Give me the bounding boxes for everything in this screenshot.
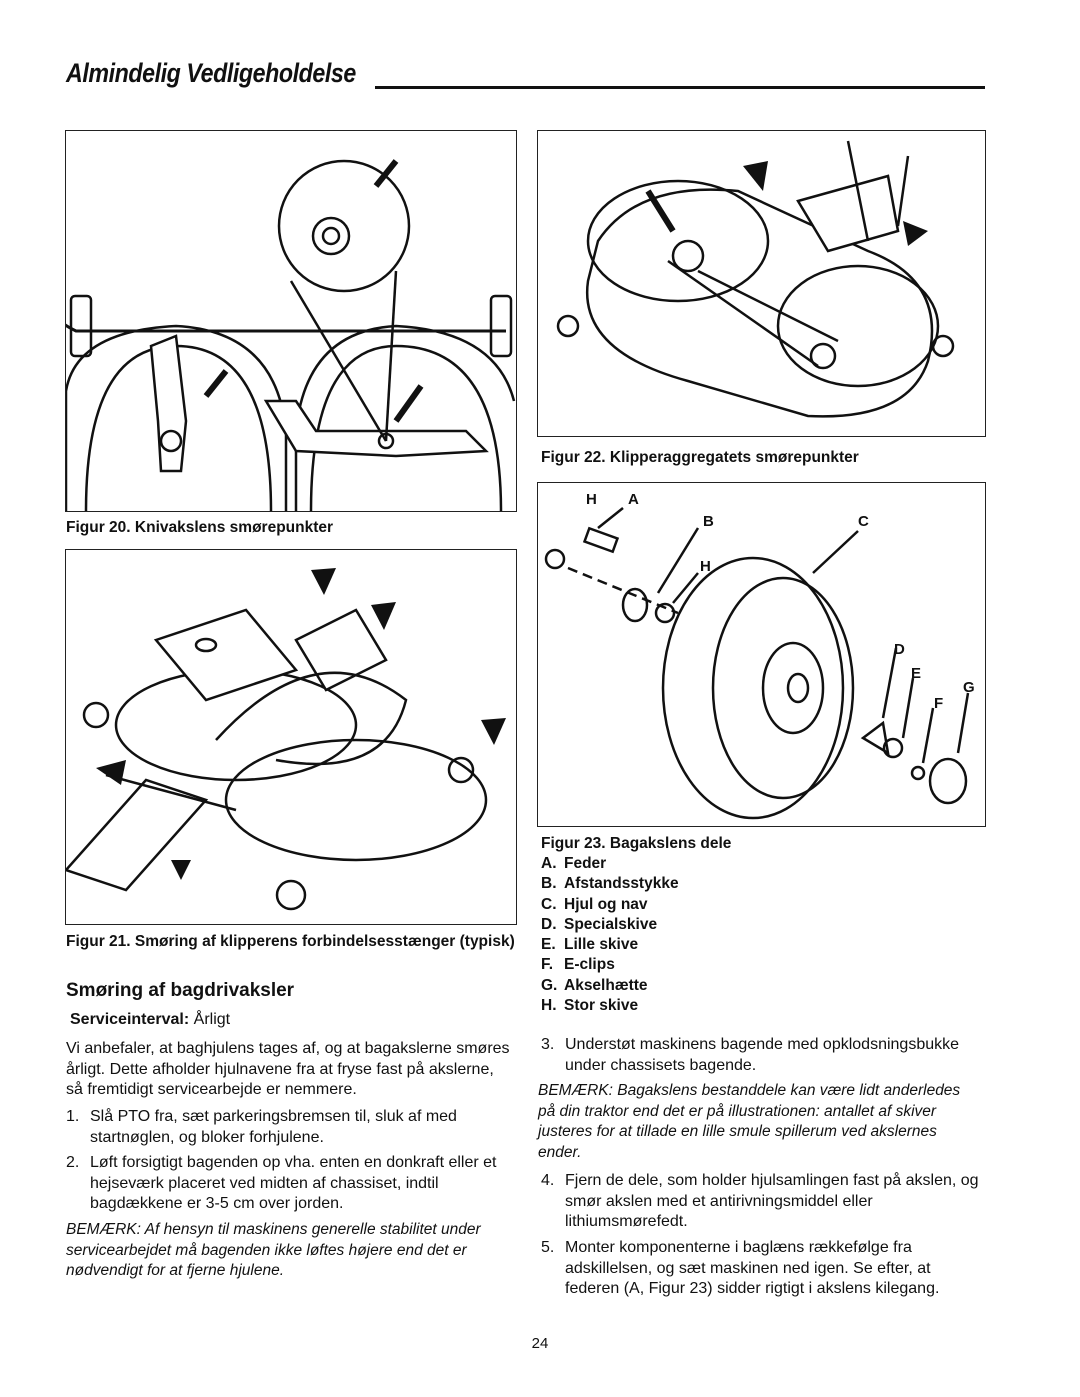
figure-23-callouts: H A B C H D E G F <box>538 483 985 826</box>
step-3: 3. Understøt maskinens bagende med opklo… <box>541 1035 981 1076</box>
callout-E: E <box>911 665 922 682</box>
list-item: F.E-clips <box>541 956 615 974</box>
header-rule <box>375 86 985 89</box>
callout-A: A <box>628 491 639 508</box>
step-number: 2. <box>66 1154 80 1171</box>
figure-20-caption: Figur 20. Knivakslens smørepunkter <box>66 519 334 536</box>
section-intro: Vi anbefaler, at baghjulens tages af, og… <box>66 1040 510 1098</box>
figure-21-caption: Figur 21. Smøring af klipperens forbinde… <box>66 933 515 950</box>
list-item: G.Akselhætte <box>541 976 648 994</box>
mower-deck-grease-points-drawing <box>556 140 955 418</box>
step-4: 4. Fjern de dele, som holder hjulsamling… <box>541 1171 981 1233</box>
service-interval: Serviceinterval: Årligt <box>70 1010 230 1031</box>
list-item: B.Afstandsstykke <box>541 875 679 893</box>
list-item: E.Lille skive <box>541 936 639 954</box>
callout-C: C <box>858 513 869 530</box>
list-item: A.Feder <box>541 855 607 872</box>
step-5: 5. Monter komponenterne i baglæns rækkef… <box>541 1238 981 1300</box>
step-text: Monter komponenterne i baglæns rækkefølg… <box>565 1239 940 1297</box>
figure-23-caption: Figur 23. Bagakslens dele <box>541 835 732 852</box>
page-header-title: Almindelig Vedligeholdelse <box>66 58 356 88</box>
step-number: 3. <box>541 1036 555 1053</box>
callout-H-2: H <box>700 558 711 575</box>
step-text: Understøt maskinens bagende med opklodsn… <box>565 1036 960 1074</box>
figure-22-illustration <box>537 130 986 437</box>
step-text: Slå PTO fra, sæt parkeringsbremsen til, … <box>90 1108 457 1146</box>
list-item: C.Hjul og nav <box>541 895 648 913</box>
note-variation: BEMÆRK: Bagakslens bestanddele kan være … <box>538 1082 961 1161</box>
figure-23-illustration: H A B C H D E G F <box>537 482 986 827</box>
step-text: Fjern de dele, som holder hjulsamlingen … <box>565 1172 979 1230</box>
section-heading: Smøring af bagdrivaksler <box>66 980 295 1001</box>
blade-spindle-drawing <box>66 159 516 511</box>
step-2: 2. Løft forsigtigt bagenden op vha. ente… <box>66 1153 514 1215</box>
step-number: 5. <box>541 1239 555 1256</box>
service-interval-label: Serviceinterval: <box>70 1011 190 1028</box>
step-number: 4. <box>541 1172 555 1189</box>
callout-B: B <box>703 513 714 530</box>
note-stability: BEMÆRK: Af hensyn til maskinens generell… <box>66 1221 481 1279</box>
callout-D: D <box>894 641 905 658</box>
figure-22-caption: Figur 22. Klipperaggregatets smørepunkte… <box>541 449 859 466</box>
figure-21-illustration <box>65 549 517 925</box>
figure-23-parts-list: A.Feder B.Afstandsstykke C.Hjul og nav D… <box>541 854 679 1016</box>
figure-20-illustration <box>65 130 517 512</box>
list-item: H.Stor skive <box>541 997 639 1015</box>
callout-F: F <box>934 695 944 712</box>
step-1: 1. Slå PTO fra, sæt parkeringsbremsen ti… <box>66 1107 514 1148</box>
service-interval-value: Årligt <box>193 1011 231 1028</box>
step-number: 1. <box>66 1108 80 1125</box>
page-number: 24 <box>531 1335 549 1352</box>
rear-axle-parts-drawing <box>544 507 970 820</box>
list-item: D.Specialskive <box>541 915 658 933</box>
step-text: Løft forsigtigt bagenden op vha. enten e… <box>90 1154 497 1212</box>
callout-G: G <box>963 679 975 696</box>
callout-H: H <box>586 491 597 508</box>
linkage-lubrication-drawing <box>66 568 506 911</box>
